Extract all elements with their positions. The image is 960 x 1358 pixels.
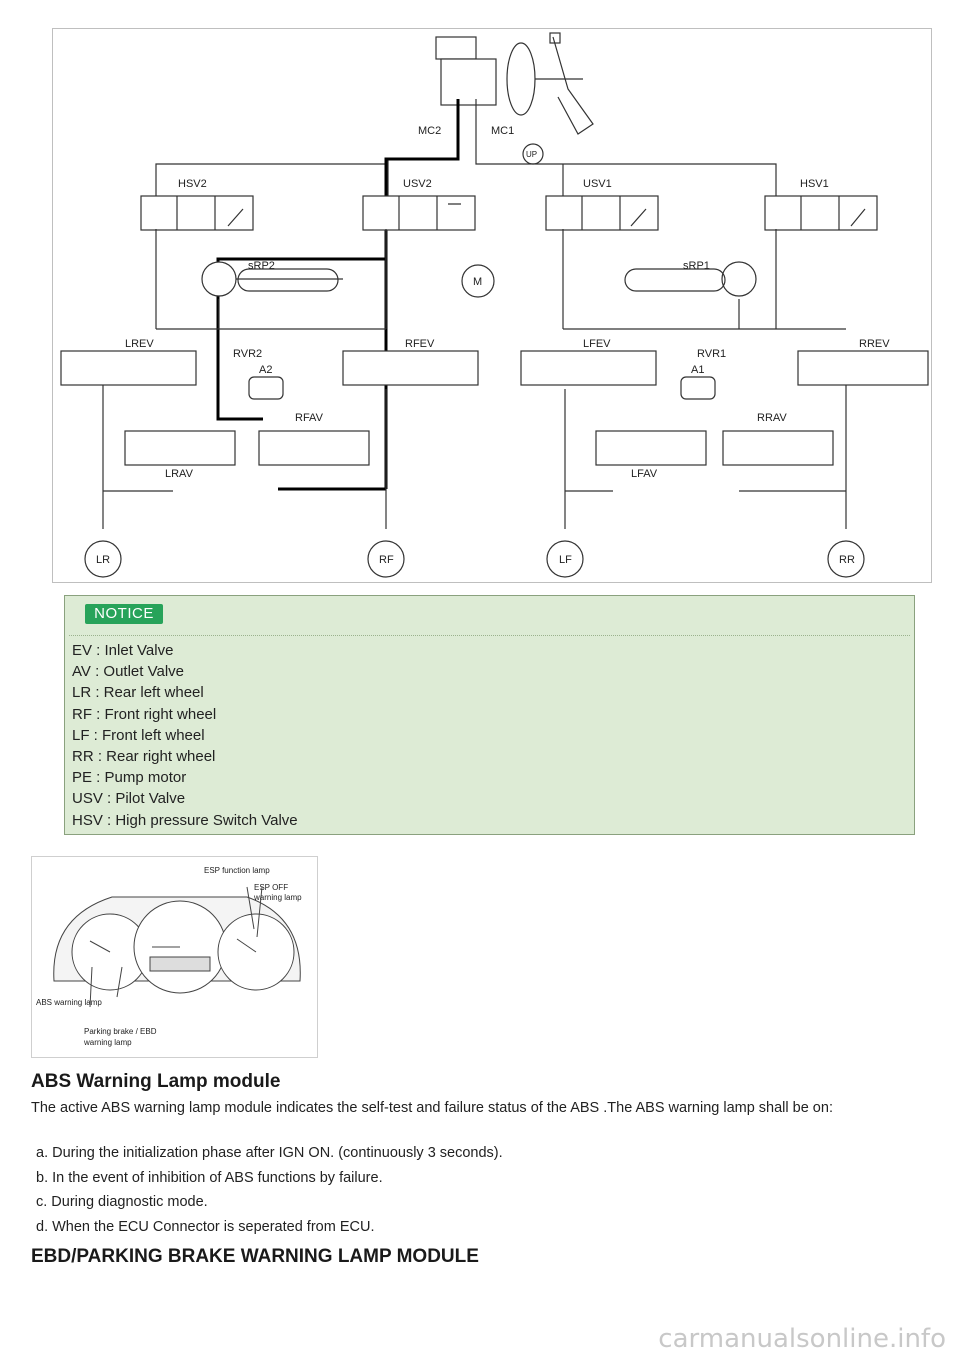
ebd-section-title: EBD/PARKING BRAKE WARNING LAMP MODULE [31, 1246, 479, 1267]
site-watermark: carmanualsonline.info [658, 1324, 946, 1354]
label-rvr2: RVR2 [233, 348, 262, 360]
wheel-lr [84, 540, 122, 578]
label-esp-off-lamp-1: ESP OFF [254, 883, 288, 892]
label-lfav: LFAV [631, 468, 658, 480]
label-rf: RF [379, 554, 394, 566]
label-lrev: LREV [125, 338, 154, 350]
notice-item: USV : Pilot Valve [72, 790, 186, 808]
label-rvr1: RVR1 [697, 348, 726, 360]
label-rrav: RRAV [757, 412, 787, 424]
label-esp-function-lamp: ESP function lamp [204, 866, 270, 875]
notice-item: PE : Pump motor [72, 769, 187, 787]
instrument-cluster-figure: ESP function lamp ESP OFF warning lamp A… [31, 856, 318, 1058]
label-lr: LR [96, 554, 110, 566]
label-rfav: RFAV [295, 412, 324, 424]
label-a2: A2 [259, 364, 272, 376]
wheel-rf [367, 540, 405, 578]
label-hsv2: HSV2 [178, 178, 207, 190]
label-lf: LF [559, 554, 572, 566]
wheel-rr [827, 540, 865, 578]
label-lfev: LFEV [583, 338, 611, 350]
notice-item: EV : Inlet Valve [72, 642, 174, 659]
notice-item: RF : Front right wheel [72, 705, 217, 723]
label-parking-brake-2: warning lamp [83, 1038, 132, 1047]
valve-usv2 [362, 195, 476, 231]
notice-item: LF : Front left wheel [72, 726, 205, 744]
valve-hsv2 [140, 195, 254, 231]
abs-condition-list: a. During the initialization phase after… [36, 1141, 503, 1239]
label-mc2: MC2 [418, 125, 441, 137]
accumulator-a2 [248, 376, 284, 400]
label-rfev: RFEV [405, 338, 435, 350]
label-rr: RR [839, 554, 855, 566]
label-abs-warning-lamp: ABS warning lamp [36, 998, 102, 1007]
condition-item: b. In the event of inhibition of ABS fun… [36, 1169, 383, 1186]
label-mc1: MC1 [491, 125, 514, 137]
notice-item: HSV : High pressure Switch Valve [72, 811, 298, 829]
wheel-lf [546, 540, 584, 578]
label-a1: A1 [691, 364, 704, 376]
label-usv2: USV2 [403, 178, 432, 190]
label-srp1: sRP1 [683, 260, 710, 272]
abs-section-intro: The active ABS warning lamp module indic… [31, 1100, 833, 1116]
label-m: M [473, 276, 482, 288]
label-esp-off-lamp-2: warning lamp [253, 893, 302, 902]
label-up: UP [526, 150, 537, 159]
notice-box: NOTICE EV : Inlet Valve AV : Outlet Valv… [64, 595, 915, 835]
condition-item: d. When the ECU Connector is seperated f… [36, 1218, 375, 1235]
hydraulic-circuit-diagram: MC2 MC1 UP HSV2 USV2 USV1 HSV1 [52, 28, 932, 583]
valve-hsv1 [764, 195, 878, 231]
accumulator-a1 [680, 376, 716, 400]
master-cylinder [435, 32, 594, 135]
notice-list: EV : Inlet Valve AV : Outlet Valve LR : … [72, 640, 298, 831]
notice-item: AV : Outlet Valve [72, 663, 184, 681]
pump-motor [461, 264, 495, 298]
condition-item: c. During diagnostic mode. [36, 1194, 208, 1210]
label-hsv1: HSV1 [800, 178, 829, 190]
label-srp2: sRP2 [248, 260, 275, 272]
abs-section-title: ABS Warning Lamp module [31, 1071, 281, 1092]
notice-item: LR : Rear left wheel [72, 684, 204, 702]
notice-badge: NOTICE [85, 604, 163, 624]
condition-item: a. During the initialization phase after… [36, 1145, 503, 1161]
notice-item: RR : Rear right wheel [72, 748, 216, 766]
label-parking-brake-1: Parking brake / EBD [84, 1027, 157, 1036]
label-lrav: LRAV [165, 468, 194, 480]
label-rrev: RREV [859, 338, 890, 350]
valve-usv1 [545, 195, 659, 231]
notice-separator [69, 635, 910, 636]
label-usv1: USV1 [583, 178, 612, 190]
